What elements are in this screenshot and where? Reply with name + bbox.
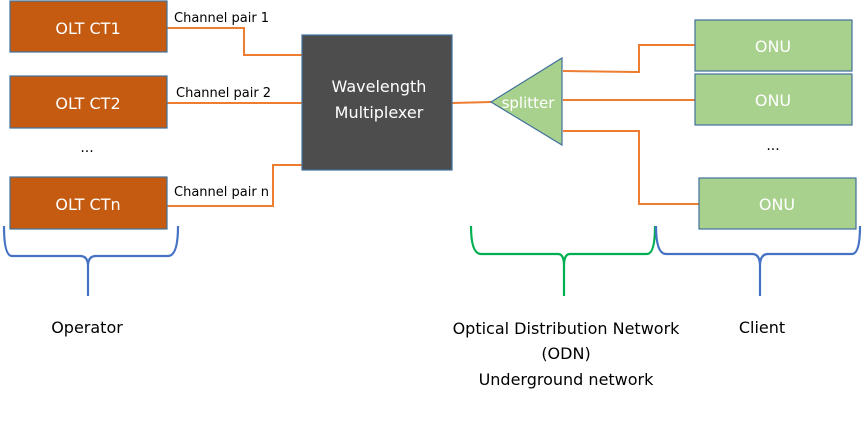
olt-ellipsis: ... — [80, 140, 93, 156]
channel-pair-n-label: Channel pair n — [174, 185, 269, 200]
splitter[interactable]: splitter — [489, 56, 563, 147]
onu-2[interactable]: ONU — [694, 73, 853, 126]
link-olt1-mux — [167, 27, 302, 56]
link-splitter-onu3 — [563, 130, 699, 205]
link-oltn-mux — [167, 164, 302, 207]
link-splitter-onu1 — [562, 44, 697, 74]
onu-1-label: ONU — [755, 37, 791, 56]
channel-pair-2-label: Channel pair 2 — [176, 86, 271, 101]
client-brace-icon — [654, 225, 862, 296]
onu-3-label: ONU — [759, 195, 795, 214]
odn-label-line3: Underground network — [479, 370, 655, 389]
channel-pair-1-label: Channel pair 1 — [174, 11, 269, 26]
link-mux-splitter — [451, 101, 492, 104]
olt-ctn-label: OLT CTn — [55, 195, 120, 214]
links — [167, 27, 699, 207]
olt-ct2[interactable]: OLT CT2 — [9, 75, 168, 129]
client-label: Client — [739, 318, 785, 337]
odn-brace-icon — [469, 225, 657, 296]
operator-brace-icon — [2, 225, 180, 296]
odn-label-line1: Optical Distribution Network — [453, 319, 681, 338]
multiplexer-label-line2: Multiplexer — [335, 103, 424, 122]
onu-ellipsis: ... — [766, 138, 779, 154]
olt-ct1-label: OLT CT1 — [55, 19, 120, 38]
wavelength-multiplexer[interactable]: Wavelength Multiplexer — [301, 34, 453, 171]
olt-ct1[interactable]: OLT CT1 — [9, 0, 168, 53]
operator-label: Operator — [51, 318, 123, 337]
onu-3[interactable]: ONU — [698, 177, 857, 230]
onu-1[interactable]: ONU — [694, 19, 853, 72]
onu-2-label: ONU — [755, 91, 791, 110]
olt-ct2-label: OLT CT2 — [55, 94, 120, 113]
olt-ctn[interactable]: OLT CTn — [9, 176, 168, 230]
multiplexer-label-line1: Wavelength — [332, 77, 427, 96]
odn-label-line2: (ODN) — [541, 344, 590, 363]
splitter-label: splitter — [502, 94, 556, 112]
